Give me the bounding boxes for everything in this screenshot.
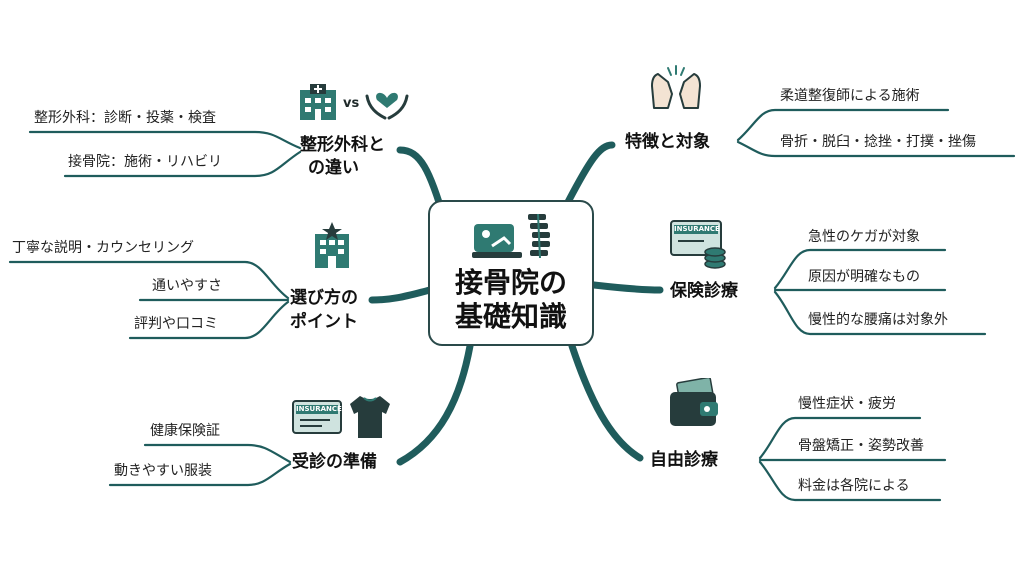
leaf-prepare-1: 健康保険証: [150, 423, 220, 439]
leaf-insurance-3: 慢性的な腰痛は対象外: [808, 312, 948, 328]
center-title-line2: 基礎知識: [454, 300, 567, 333]
branch-insurance-title: 保険診療: [670, 281, 738, 301]
insurance-coins-card-label: INSURANCE: [674, 225, 720, 234]
insurance-card-icon: INSURANCE: [292, 400, 342, 434]
wallet-icon: [670, 378, 718, 426]
shirt-icon: [350, 396, 390, 438]
leaf-insurance-2: 原因が明確なもの: [808, 269, 920, 285]
therapy-icon: [472, 213, 550, 259]
branch-choose-title-line1: 選び方の: [290, 288, 358, 308]
leaf-features-2: 骨折・脱臼・捻挫・打撲・挫傷: [780, 134, 976, 150]
center-title-line1: 接骨院の: [454, 266, 567, 299]
leaf-difference-1: 整形外科：診断・投薬・検査: [34, 110, 216, 126]
leaf-insurance-1: 急性のケガが対象: [808, 229, 920, 245]
leaf-choose-1: 丁寧な説明・カウンセリング: [12, 240, 194, 256]
insurance-card-label: INSURANCE: [296, 405, 342, 414]
leaf-choose-2: 通いやすさ: [152, 278, 222, 294]
leaf-difference-2: 接骨院：施術・リハビリ: [68, 154, 222, 170]
branch-difference-title-line2: の違い: [308, 158, 359, 178]
vs-label: vs: [343, 96, 360, 111]
leaf-private-1: 慢性症状・疲労: [798, 396, 896, 412]
branch-private-title: 自由診療: [650, 450, 718, 470]
branch-difference-title-line1: 整形外科と: [300, 135, 385, 155]
insurance-card-coins-icon: INSURANCE: [670, 220, 722, 256]
heart-hands-icon: [365, 92, 409, 120]
raised-hands-icon: [651, 65, 701, 109]
leaf-features-1: 柔道整復師による施術: [780, 88, 920, 104]
clinic-building-icon: [315, 222, 349, 268]
branch-features-title: 特徴と対象: [625, 132, 710, 152]
hospital-icon: [300, 84, 336, 120]
branch-choose-title-line2: ポイント: [290, 312, 358, 332]
coins-icon: [704, 247, 726, 269]
leaf-private-2: 骨盤矯正・姿勢改善: [798, 438, 924, 454]
leaf-prepare-2: 動きやすい服装: [114, 463, 212, 479]
leaf-private-3: 料金は各院による: [798, 478, 910, 494]
branch-prepare-title: 受診の準備: [292, 452, 377, 472]
leaf-choose-3: 評判や口コミ: [134, 316, 218, 332]
center-node: 接骨院の 基礎知識: [428, 200, 594, 346]
